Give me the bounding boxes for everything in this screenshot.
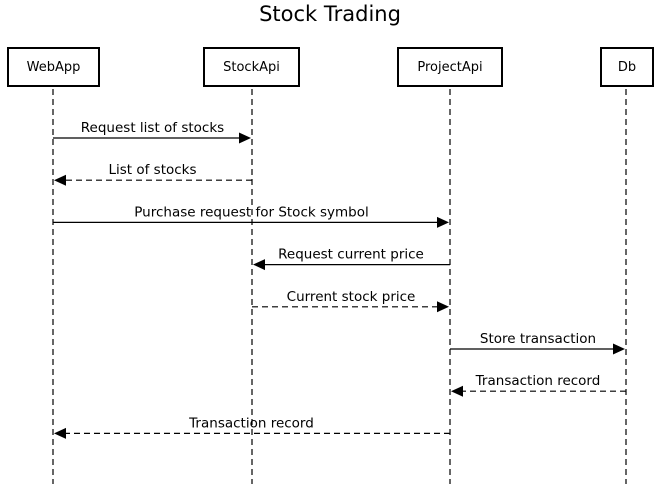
actor-projectapi: ProjectApi (397, 47, 503, 87)
message-2: List of stocks (54, 162, 252, 186)
arrowhead (437, 301, 449, 313)
message-label: Store transaction (480, 331, 596, 347)
message-4: Request current price (253, 247, 450, 271)
message-5: Current stock price (252, 289, 449, 313)
actor-webapp: WebApp (7, 47, 100, 87)
message-6: Store transaction (450, 331, 625, 355)
message-label: Current stock price (287, 289, 416, 305)
arrowhead (239, 132, 251, 144)
message-label: Request list of stocks (81, 120, 224, 136)
arrowhead (437, 216, 449, 228)
arrowhead (253, 259, 265, 271)
diagram-title: Stock Trading (259, 2, 401, 26)
message-3: Purchase request for Stock symbol (53, 204, 449, 228)
message-label: Transaction record (188, 415, 314, 431)
message-label: List of stocks (108, 162, 196, 178)
message-label: Transaction record (475, 373, 601, 389)
arrowhead (54, 174, 66, 186)
arrowhead (451, 385, 463, 397)
actor-db: Db (600, 47, 654, 87)
arrowhead (54, 427, 66, 439)
message-8: Transaction record (54, 415, 450, 439)
actor-stockapi: StockApi (203, 47, 300, 87)
message-1: Request list of stocks (53, 120, 251, 144)
message-label: Purchase request for Stock symbol (134, 204, 368, 220)
message-7: Transaction record (451, 373, 626, 397)
arrowhead (613, 343, 625, 355)
message-label: Request current price (278, 247, 424, 263)
